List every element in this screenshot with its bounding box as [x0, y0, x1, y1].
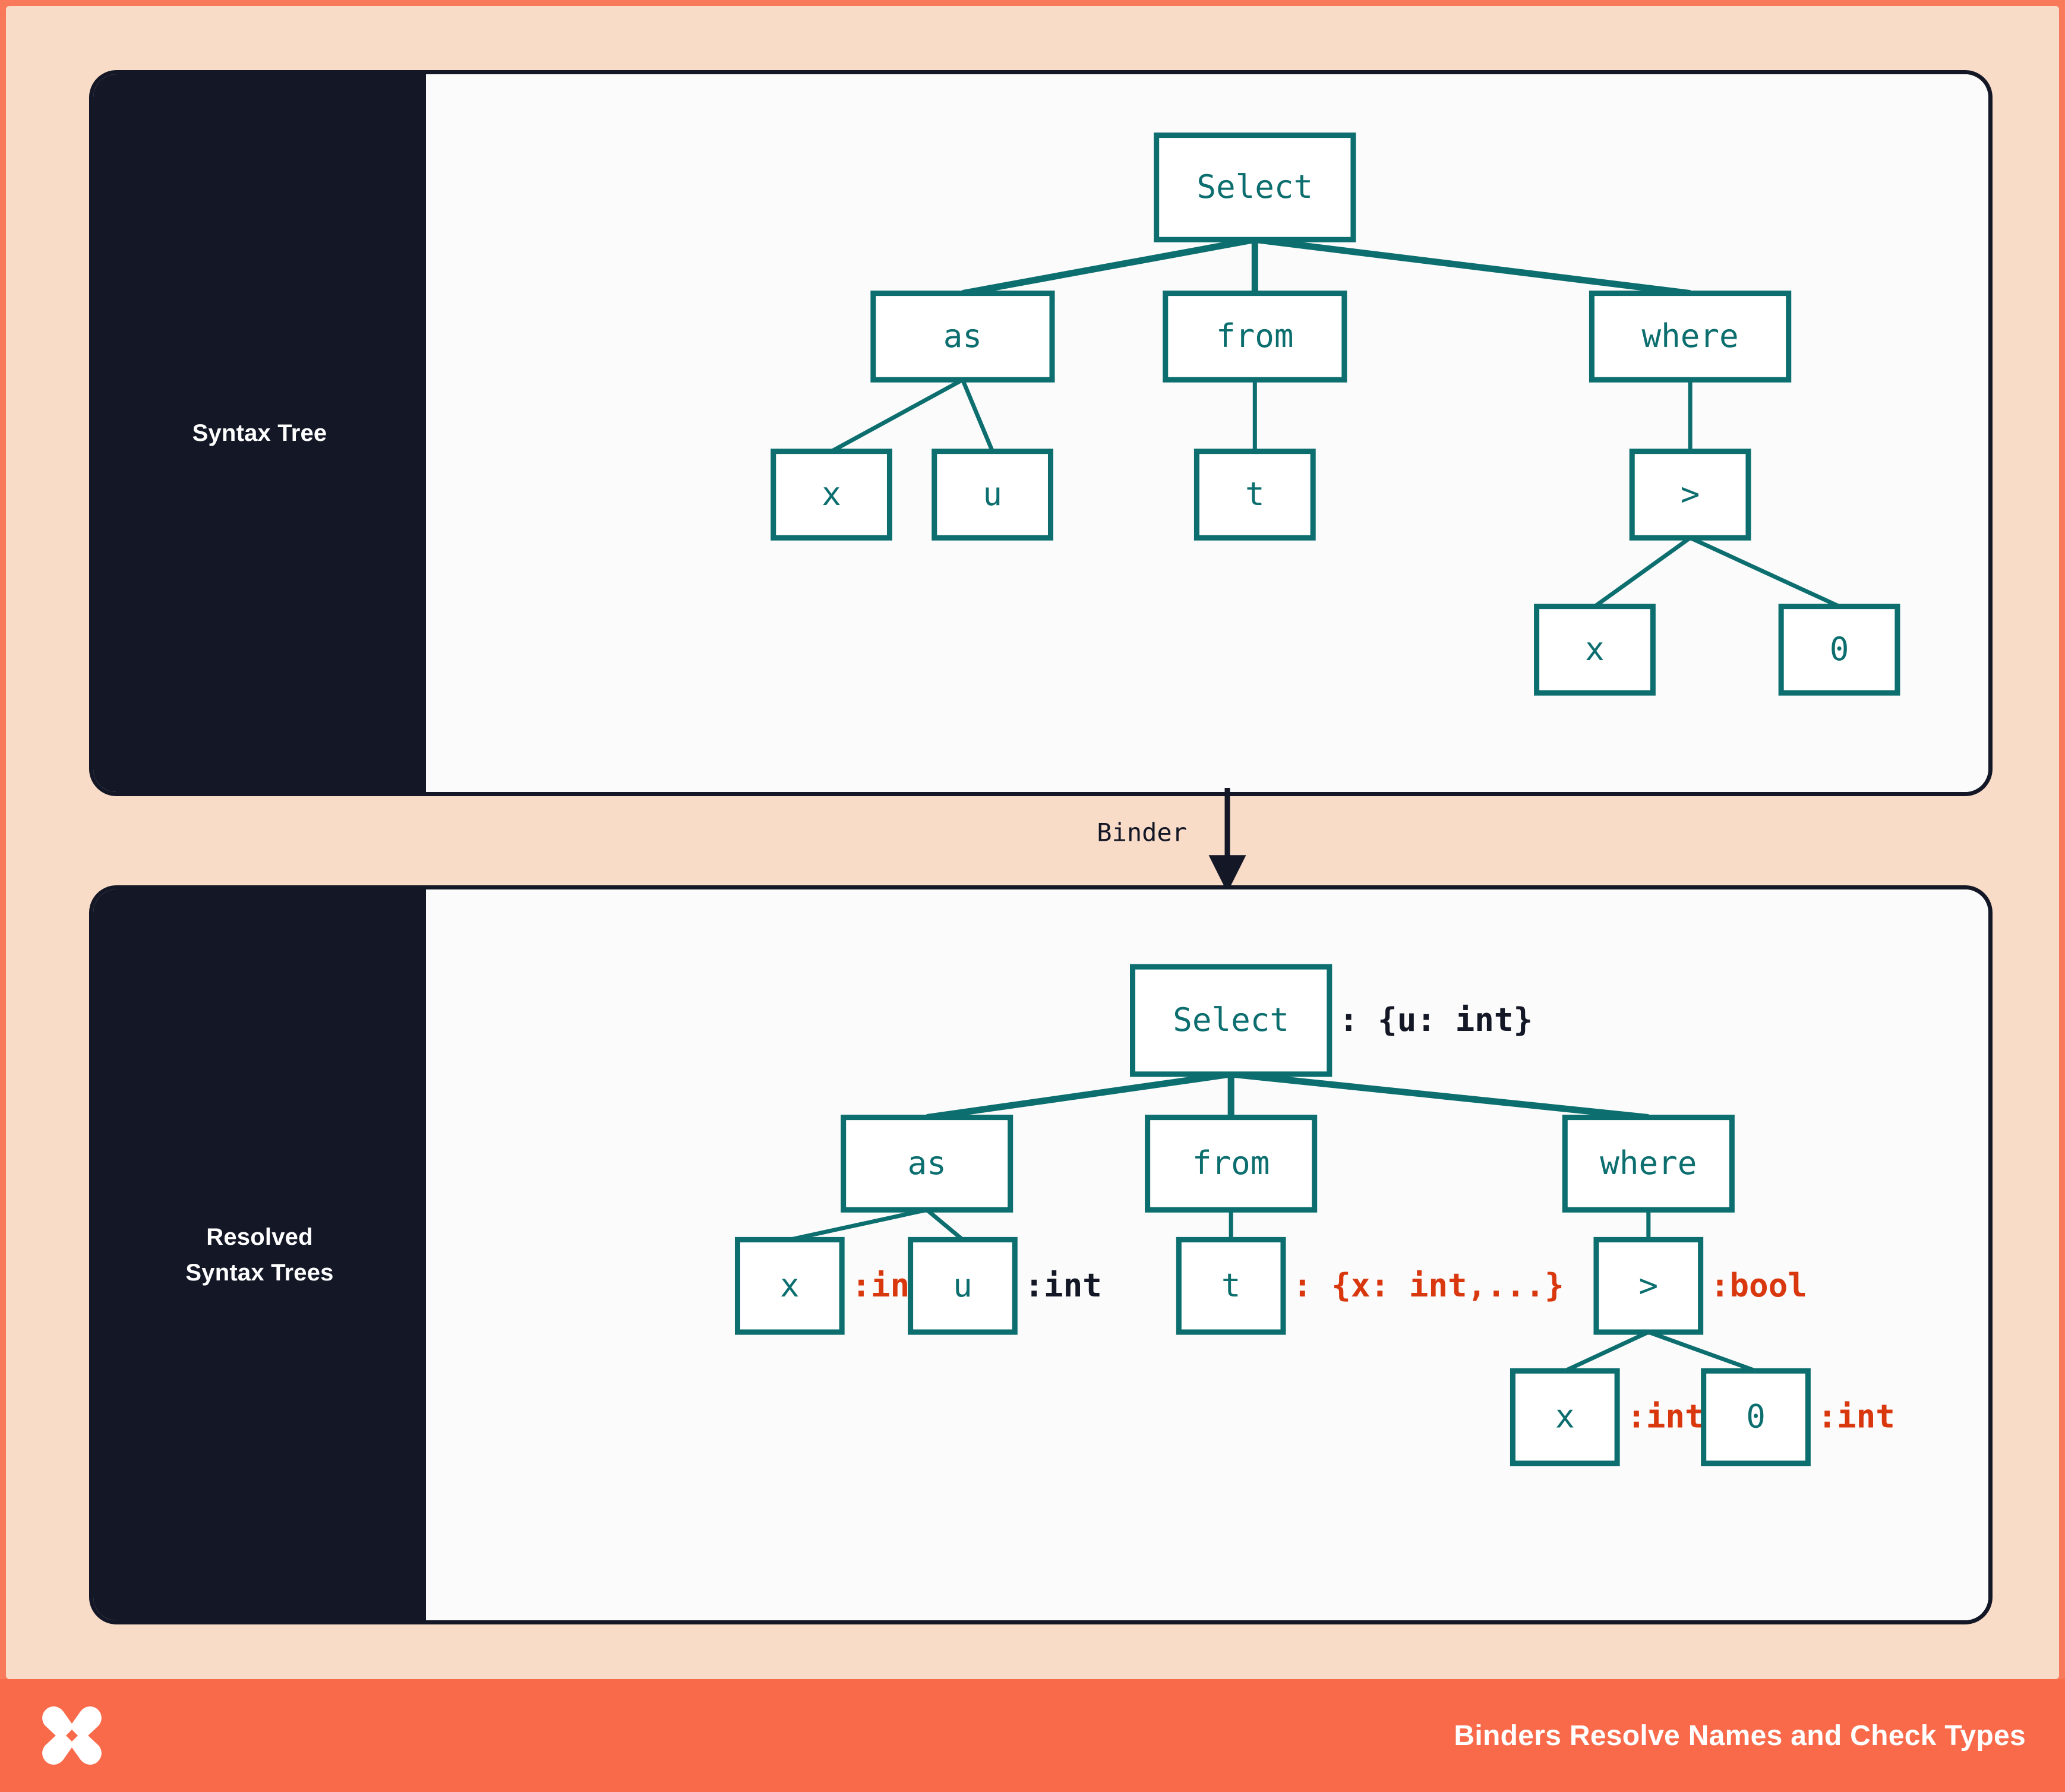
- tree-edge: [961, 378, 994, 452]
- tree-node-box: [1176, 1236, 1286, 1335]
- type-annotation: : {u: int}: [1339, 1001, 1533, 1039]
- tree-node-gt[interactable]: > :bool: [1593, 1236, 1807, 1335]
- tree-node-label: x: [780, 1267, 800, 1304]
- tree-node-box: [1130, 964, 1333, 1077]
- tree-node-label: where: [1600, 1144, 1697, 1182]
- tree-node-label: u: [953, 1267, 972, 1304]
- tree-node-from-t[interactable]: t: [1193, 449, 1316, 541]
- tree-node-from[interactable]: from: [1163, 291, 1347, 383]
- tree-node-label: >: [1681, 475, 1700, 513]
- syntax-tree-canvas: Select as from where x u t > x 0: [426, 74, 1988, 792]
- tree-node-from[interactable]: from: [1145, 1115, 1318, 1213]
- x-mark-logo-icon: [42, 1706, 102, 1765]
- sidebar-label-syntax-tree: Syntax Tree: [93, 74, 426, 792]
- tree-node-box: [841, 1115, 1013, 1213]
- tree-node-box: [1510, 1368, 1620, 1466]
- tree-node-as-u[interactable]: u :int: [908, 1236, 1102, 1335]
- tree-edge: [1254, 236, 1691, 297]
- tree-node-label: from: [1192, 1144, 1270, 1182]
- diagram-canvas: Syntax Tree Select as from where x u t > x 0 Bind…: [6, 6, 2059, 1679]
- tree-edge: [1230, 1071, 1649, 1121]
- tree-node-label: t: [1245, 475, 1265, 513]
- tree-node-label: >: [1639, 1267, 1659, 1304]
- tree-node-box: [734, 1236, 845, 1335]
- tree-node-label: u: [983, 475, 1002, 513]
- tree-node-label: x: [1555, 1398, 1575, 1436]
- tree-node-select[interactable]: Select : {u: int}: [1130, 964, 1533, 1077]
- tree-node-gt-0[interactable]: 0 :int: [1701, 1368, 1895, 1466]
- footer-bar: Binders Resolve Names and Check Types: [0, 1679, 2065, 1792]
- tree-node-box: [870, 291, 1055, 383]
- tree-node-box: [1534, 604, 1656, 696]
- footer-title: Binders Resolve Names and Check Types: [1454, 1720, 2026, 1752]
- tree-node-label: x: [822, 475, 841, 513]
- tree-node-label: x: [1585, 630, 1605, 668]
- tree-node-as-u[interactable]: u: [932, 449, 1054, 541]
- tree-node-label: as: [908, 1144, 946, 1182]
- type-annotation: :bool: [1710, 1267, 1807, 1304]
- type-annotation: :int: [1627, 1398, 1704, 1436]
- type-annotation: :int: [1817, 1398, 1895, 1436]
- tree-node-box: [1163, 291, 1347, 383]
- tree-edge: [830, 378, 964, 453]
- type-annotation: : {x: int,...}: [1293, 1267, 1564, 1304]
- tree-node-box: [1629, 449, 1751, 541]
- tree-edge: [926, 1071, 1232, 1121]
- tree-node-box: [1562, 1115, 1735, 1213]
- tree-node-select[interactable]: Select: [1154, 132, 1356, 242]
- tree-node-as-x[interactable]: x: [771, 449, 892, 541]
- tree-edge: [789, 1207, 927, 1242]
- tree-node-label: 0: [1830, 630, 1849, 668]
- tree-node-gt-x[interactable]: x :int: [1510, 1368, 1704, 1466]
- tree-node-box: [771, 449, 892, 541]
- tree-node-label: as: [943, 317, 982, 355]
- panel-syntax-tree: Syntax Tree Select as from where x u t > x 0: [89, 70, 1993, 796]
- tree-edge: [1564, 1330, 1650, 1373]
- tree-node-label: where: [1642, 317, 1739, 355]
- tree-node-where[interactable]: where: [1562, 1115, 1735, 1213]
- tree-node-label: Select: [1173, 1001, 1289, 1039]
- tree-node-label: 0: [1746, 1398, 1766, 1436]
- tree-node-box: [1154, 132, 1356, 242]
- tree-node-box: [1145, 1115, 1318, 1213]
- tree-node-box: [1778, 604, 1900, 696]
- binder-label: Binder: [1097, 818, 1187, 847]
- tree-node-gt-0[interactable]: 0: [1778, 604, 1900, 696]
- tree-node-label: from: [1216, 317, 1293, 355]
- tree-node-where[interactable]: where: [1589, 291, 1792, 383]
- tree-node-box: [1701, 1368, 1811, 1466]
- sidebar-text: Syntax Tree: [192, 420, 327, 446]
- binder-arrow-svg: Binder: [1097, 788, 1246, 885]
- tree-node-box: [932, 449, 1054, 541]
- tree-edge: [1593, 536, 1692, 608]
- binder-connector: Binder: [89, 788, 1984, 885]
- tree-node-box: [1589, 291, 1792, 383]
- tree-node-from-t[interactable]: t : {x: int,...}: [1176, 1236, 1564, 1335]
- type-annotation: :int: [1024, 1267, 1102, 1304]
- tree-edge: [1647, 1330, 1757, 1373]
- tree-node-label: Select: [1196, 168, 1313, 206]
- tree-edge: [962, 236, 1256, 297]
- tree-node-label: t: [1221, 1267, 1241, 1304]
- tree-node-box: [908, 1236, 1018, 1335]
- tree-node-as[interactable]: as: [841, 1115, 1013, 1213]
- tree-node-gt[interactable]: >: [1629, 449, 1751, 541]
- tree-node-as[interactable]: as: [870, 291, 1055, 383]
- tree-node-box: [1193, 449, 1316, 541]
- tree-edge: [925, 1208, 964, 1242]
- tree-node-as-x[interactable]: x:int: [734, 1236, 929, 1335]
- syntax-tree-svg: Select as from where x u t > x 0: [771, 132, 1900, 696]
- tree-node-box: [1593, 1236, 1704, 1335]
- tree-node-gt-x[interactable]: x: [1534, 604, 1656, 696]
- tree-edge: [1689, 535, 1840, 608]
